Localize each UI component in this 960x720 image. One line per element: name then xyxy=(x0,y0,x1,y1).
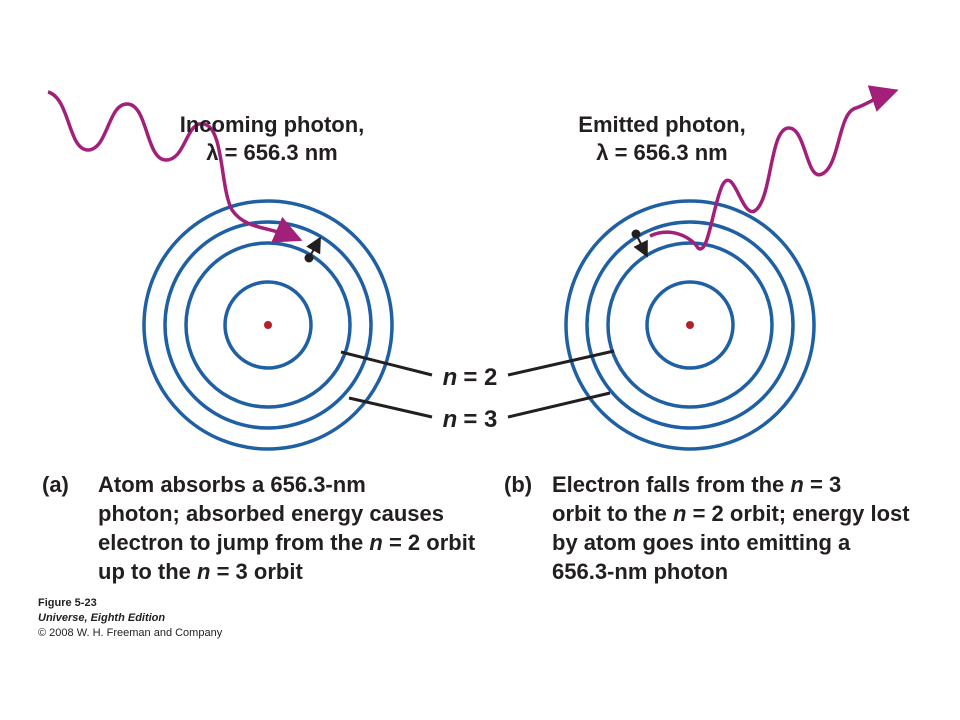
orbit-label-n2: n= 2 xyxy=(443,364,498,391)
caption-a-line1: Atom absorbs a 656.3-nm xyxy=(98,472,366,497)
incoming-photon-label-line1: Incoming photon, xyxy=(180,112,365,137)
nucleus-a xyxy=(264,321,272,329)
incoming-photon-wave xyxy=(47,90,303,243)
orbit-a-n2 xyxy=(184,241,352,409)
orbit-b-n2 xyxy=(606,241,774,409)
caption-a-body: Atom absorbs a 656.3-nm photon; absorbed… xyxy=(98,470,518,586)
emitted-photon-wave xyxy=(649,85,899,251)
leader-n3-b xyxy=(507,391,611,419)
atom-b xyxy=(564,85,899,451)
caption-a: (a) Atom absorbs a 656.3-nm photon; abso… xyxy=(42,470,512,590)
caption-a-line4: up to the n = 3 orbit xyxy=(98,559,303,584)
orbit-b-n1 xyxy=(645,280,735,370)
atom-a xyxy=(47,90,394,451)
caption-a-line2: photon; absorbed energy causes xyxy=(98,501,444,526)
caption-b-line1: Electron falls from the n = 3 xyxy=(552,472,842,497)
emitted-photon-label-line1: Emitted photon, xyxy=(578,112,745,137)
orbit-label-n3: n= 3 xyxy=(443,406,498,433)
caption-b: (b) Electron falls from the n = 3 orbit … xyxy=(504,470,954,590)
leader-n2-b xyxy=(507,349,615,377)
electron-b xyxy=(631,229,641,239)
copyright: © 2008 W. H. Freeman and Company xyxy=(38,627,223,639)
caption-b-line4: 656.3-nm photon xyxy=(552,559,729,584)
incoming-photon-label-line2: λ = 656.3 nm xyxy=(206,140,337,165)
emitted-photon-label-line2: λ = 656.3 nm xyxy=(596,140,727,165)
leader-n3-a xyxy=(348,396,433,419)
caption-b-tag: (b) xyxy=(504,472,533,497)
figure-credit: Figure 5-23 Universe, Eighth Edition © 2… xyxy=(38,596,222,641)
orbit-a-n1 xyxy=(223,280,313,370)
book-title: Universe, Eighth Edition xyxy=(38,612,166,624)
caption-b-body: Electron falls from the n = 3 orbit to t… xyxy=(552,470,960,586)
nucleus-b xyxy=(686,321,694,329)
figure-number: Figure 5-23 xyxy=(38,597,97,609)
electron-jump-arrow-a xyxy=(306,236,321,259)
orbit-b-n4 xyxy=(564,199,816,451)
caption-b-line3: by atom goes into emitting a xyxy=(552,530,851,555)
caption-b-line2: orbit to the n = 2 orbit; energy lost xyxy=(552,501,910,526)
leader-n2-a xyxy=(340,350,433,377)
electron-fall-arrow-b xyxy=(633,237,648,258)
orbit-a-n3 xyxy=(163,220,373,430)
caption-a-line3: electron to jump from the n = 2 orbit xyxy=(98,530,476,555)
caption-a-tag: (a) xyxy=(42,472,69,497)
orbit-a-n4 xyxy=(142,199,394,451)
orbit-b-n3 xyxy=(585,220,795,430)
